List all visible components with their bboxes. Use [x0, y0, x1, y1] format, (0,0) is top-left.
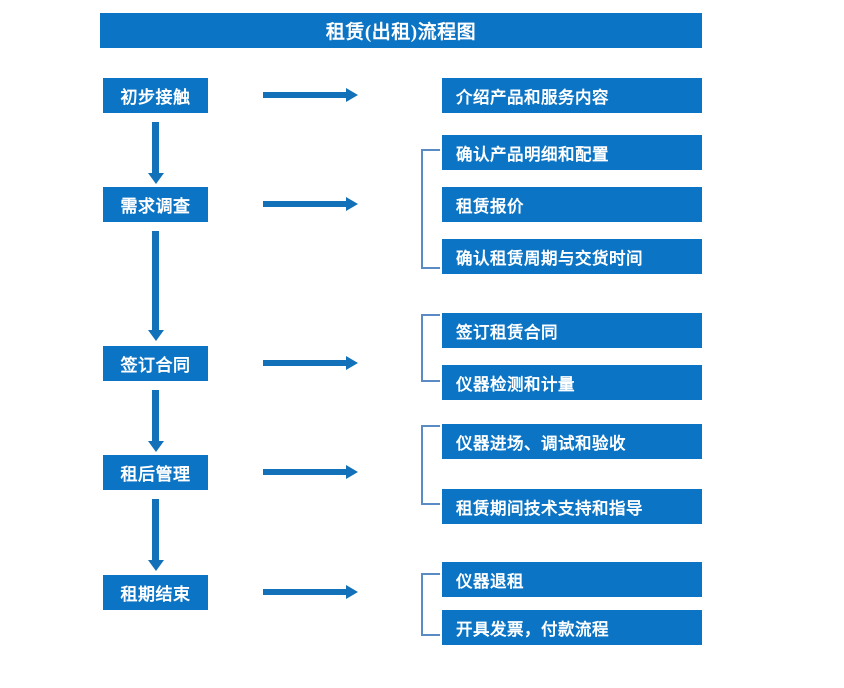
group-bracket-租后管理 [421, 425, 440, 505]
output-node-2[interactable]: 确认产品明细和配置 [442, 135, 702, 170]
arrow-right-1 [263, 92, 347, 98]
output-node-10[interactable]: 开具发票，付款流程 [442, 610, 702, 645]
group-bracket-需求调查 [421, 149, 440, 269]
output-node-1[interactable]: 介绍产品和服务内容 [442, 78, 702, 113]
output-node-9[interactable]: 仪器退租 [442, 562, 702, 597]
stage-node-租后管理[interactable]: 租后管理 [103, 455, 208, 490]
arrow-down-3 [152, 390, 159, 442]
arrow-down-2 [152, 231, 159, 331]
stage-node-租期结束[interactable]: 租期结束 [103, 575, 208, 610]
arrow-right-2 [263, 201, 347, 207]
output-node-4[interactable]: 确认租赁周期与交货时间 [442, 239, 702, 274]
stage-node-需求调查[interactable]: 需求调查 [103, 187, 208, 222]
stage-node-初步接触[interactable]: 初步接触 [103, 78, 208, 113]
arrow-right-3 [263, 360, 347, 366]
output-node-7[interactable]: 仪器进场、调试和验收 [442, 424, 702, 459]
group-bracket-租期结束 [421, 573, 440, 636]
arrow-down-4 [152, 499, 159, 561]
arrow-down-1 [152, 122, 159, 174]
page-title: 租赁(出租)流程图 [100, 13, 702, 48]
group-bracket-签订合同 [421, 314, 440, 382]
output-node-5[interactable]: 签订租赁合同 [442, 313, 702, 348]
output-node-8[interactable]: 租赁期间技术支持和指导 [442, 489, 702, 524]
stage-node-签订合同[interactable]: 签订合同 [103, 346, 208, 381]
output-node-3[interactable]: 租赁报价 [442, 187, 702, 222]
arrow-right-4 [263, 469, 347, 475]
output-node-6[interactable]: 仪器检测和计量 [442, 365, 702, 400]
arrow-right-5 [263, 589, 347, 595]
